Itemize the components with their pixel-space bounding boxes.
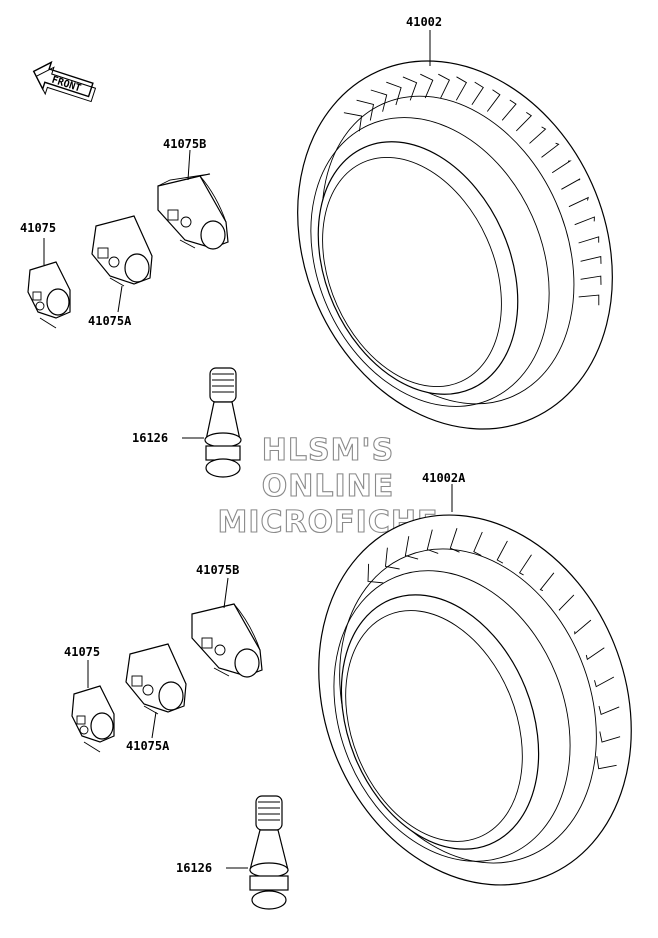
watermark: HLSM'S ONLINE MICROFICHE: [217, 432, 438, 540]
tread-mark: [578, 236, 600, 244]
upper-weight-a-label: 41075A: [88, 314, 132, 328]
tread-mark: [574, 216, 595, 226]
upper-tire[interactable]: [241, 10, 658, 479]
tread-mark: [438, 73, 450, 99]
lower-valve-16126[interactable]: [249, 795, 289, 910]
tread-mark: [385, 547, 400, 570]
lower-weight-41075[interactable]: [71, 685, 115, 753]
tread-mark: [594, 676, 615, 688]
tread-mark: [585, 647, 605, 661]
tread-mark: [343, 112, 363, 132]
upper-tire-tread: [343, 73, 602, 306]
tread-mark: [426, 529, 439, 554]
lower-tire-tread: [367, 528, 621, 770]
lower-weight-plain-label: 41075: [64, 645, 100, 659]
watermark-line-1: HLSM'S: [262, 433, 394, 468]
upper-weight-b-label: 41075B: [163, 137, 206, 151]
tread-mark: [580, 275, 602, 285]
upper-weight-plain-label: 41075: [20, 221, 56, 235]
tread-mark: [598, 705, 620, 716]
tread-mark: [515, 112, 533, 132]
upper-tire-label: 41002: [406, 15, 442, 29]
tread-mark: [486, 89, 501, 112]
tread-mark: [455, 76, 468, 101]
tread-mark: [471, 81, 484, 106]
lower-tire[interactable]: [265, 468, 658, 933]
tread-mark: [596, 756, 617, 770]
tread-mark: [501, 99, 517, 121]
lower-weight-b-label: 41075B: [196, 563, 239, 577]
tread-mark: [574, 619, 592, 635]
upper-valve-16126[interactable]: [204, 367, 242, 478]
tread-mark: [370, 89, 388, 112]
tread-mark: [580, 256, 602, 264]
tread-mark: [420, 73, 434, 99]
lower-weight-41075b[interactable]: [191, 603, 263, 678]
upper-valve-label: 16126: [132, 431, 168, 445]
lower-weight-a-label: 41075A: [126, 739, 170, 753]
tread-mark: [568, 196, 589, 208]
tread-mark: [402, 76, 418, 101]
tread-mark: [386, 81, 402, 106]
tread-mark: [473, 531, 483, 556]
lower-tire-label: 41002A: [422, 471, 466, 485]
tread-mark: [558, 594, 575, 611]
tread-mark: [561, 178, 581, 190]
watermark-line-2: ONLINE: [262, 469, 395, 504]
tread-mark: [541, 142, 560, 158]
tread-mark: [539, 572, 555, 592]
tread-mark: [529, 126, 547, 144]
lower-valve-label: 16126: [176, 861, 212, 875]
tread-mark: [518, 554, 532, 576]
tread-mark: [356, 99, 375, 121]
lower-weight-41075a[interactable]: [125, 643, 187, 715]
tread-mark: [404, 536, 419, 560]
tread-mark: [599, 731, 621, 743]
upper-weight-41075[interactable]: [27, 261, 71, 329]
tread-mark: [551, 160, 572, 174]
tread-mark: [367, 563, 384, 584]
upper-weight-41075b[interactable]: [157, 173, 229, 250]
tread-mark: [496, 540, 508, 564]
front-arrow-icon: FRONT: [32, 60, 97, 103]
upper-weight-41075a[interactable]: [91, 215, 153, 287]
tread-mark: [449, 528, 460, 553]
tread-mark: [578, 294, 600, 306]
